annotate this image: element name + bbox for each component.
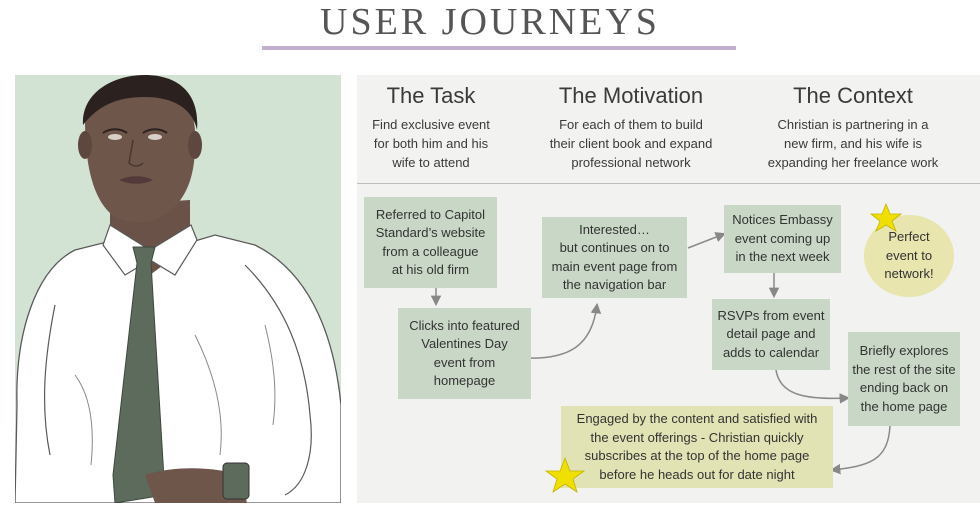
step-referred: Referred to Capitol Standard’s website f… <box>364 197 497 288</box>
person-illustration-icon <box>15 75 341 503</box>
step-interested: Interested… but continues on to main eve… <box>542 217 687 298</box>
page-title: USER JOURNEYS <box>320 1 660 43</box>
arrow-clicks-to-interested <box>523 302 602 359</box>
task-text: Find exclusive event for both him and hi… <box>372 117 490 170</box>
motivation-text: For each of them to build their client b… <box>549 117 713 170</box>
step-explores: Briefly explores the rest of the site en… <box>848 332 960 426</box>
step-clicks-featured: Clicks into featured Valentines Day even… <box>398 308 531 399</box>
arrow-rsvps-to-explores <box>775 369 851 404</box>
section-divider <box>357 183 980 184</box>
motivation-heading: The Motivation <box>558 83 704 108</box>
context-heading: The Context <box>793 83 913 108</box>
star-icon <box>544 456 586 493</box>
step-notices-embassy: Notices Embassy event coming up in the n… <box>724 205 841 273</box>
task-heading: The Task <box>386 83 476 108</box>
persona-portrait <box>15 75 341 503</box>
title-underline <box>262 46 736 50</box>
step-rsvps: RSVPs from event detail page and adds to… <box>712 299 830 370</box>
arrow-explores-to-engaged <box>829 425 891 475</box>
step-engaged-subscribes: Engaged by the content and satisfied wit… <box>561 406 833 488</box>
arrow-interested-to-notices <box>687 232 726 249</box>
context-text: Christian is partnering in a new firm, a… <box>767 117 939 170</box>
star-icon <box>869 202 903 232</box>
